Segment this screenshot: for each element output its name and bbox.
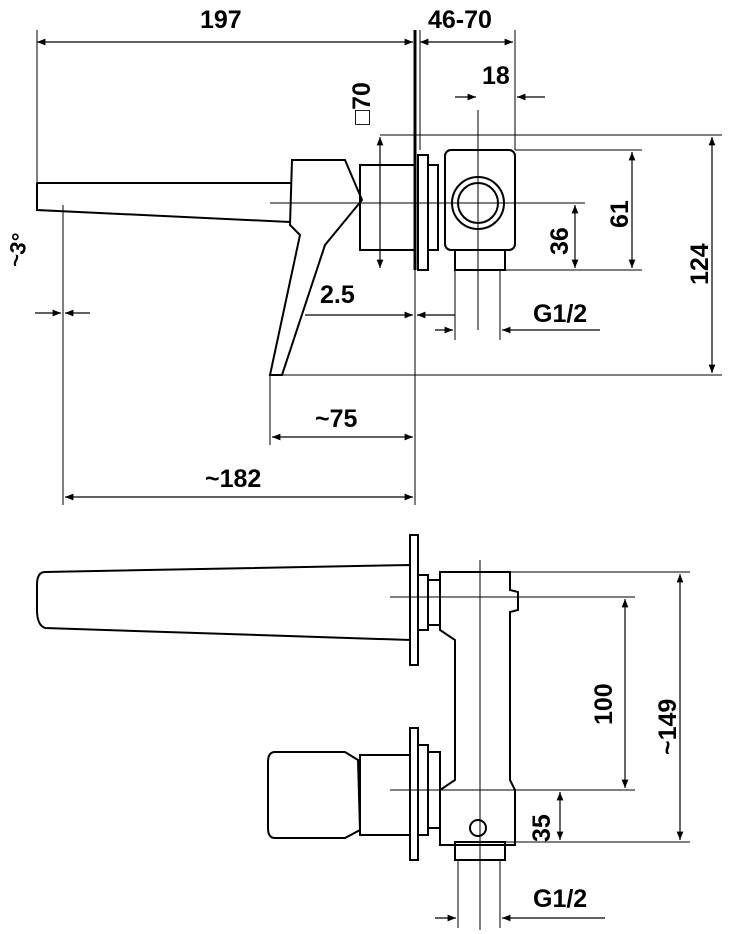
outlet — [454, 249, 506, 271]
flange — [417, 154, 429, 271]
dim-thread-bottom: G1/2 — [533, 885, 587, 913]
dim-46-70: 46-70 — [428, 6, 492, 34]
spout-bottom — [36, 563, 411, 642]
dim-100: 100 — [590, 683, 618, 725]
dim-61: 61 — [606, 200, 634, 228]
dim-36: 36 — [546, 227, 574, 255]
lever-bottom — [267, 751, 362, 839]
lever — [268, 159, 364, 376]
dim-197: 197 — [200, 6, 242, 34]
escutcheon — [359, 164, 416, 251]
dim-75: ~75 — [315, 405, 358, 433]
dim-2-5: 2.5 — [320, 281, 355, 309]
dim-124: 124 — [686, 243, 714, 285]
dim-thread-top: G1/2 — [533, 300, 587, 328]
dim-18: 18 — [482, 62, 510, 90]
valve-body-bottom — [439, 571, 519, 846]
spout — [36, 182, 292, 223]
dim-plate-70: □70 — [348, 82, 376, 125]
dim-149: ~149 — [654, 699, 682, 755]
dim-35: 35 — [528, 814, 556, 842]
dim-182: ~182 — [205, 465, 261, 493]
lever-plate — [409, 727, 419, 861]
spout-plate — [409, 534, 419, 666]
bottom-view: 100 ~149 35 G1/2 — [36, 534, 690, 930]
top-view: 197 46-70 18 □70 61 36 124 ~3° 2.5 G1/2 … — [2, 6, 722, 505]
dim-angle: ~3° — [2, 231, 33, 269]
